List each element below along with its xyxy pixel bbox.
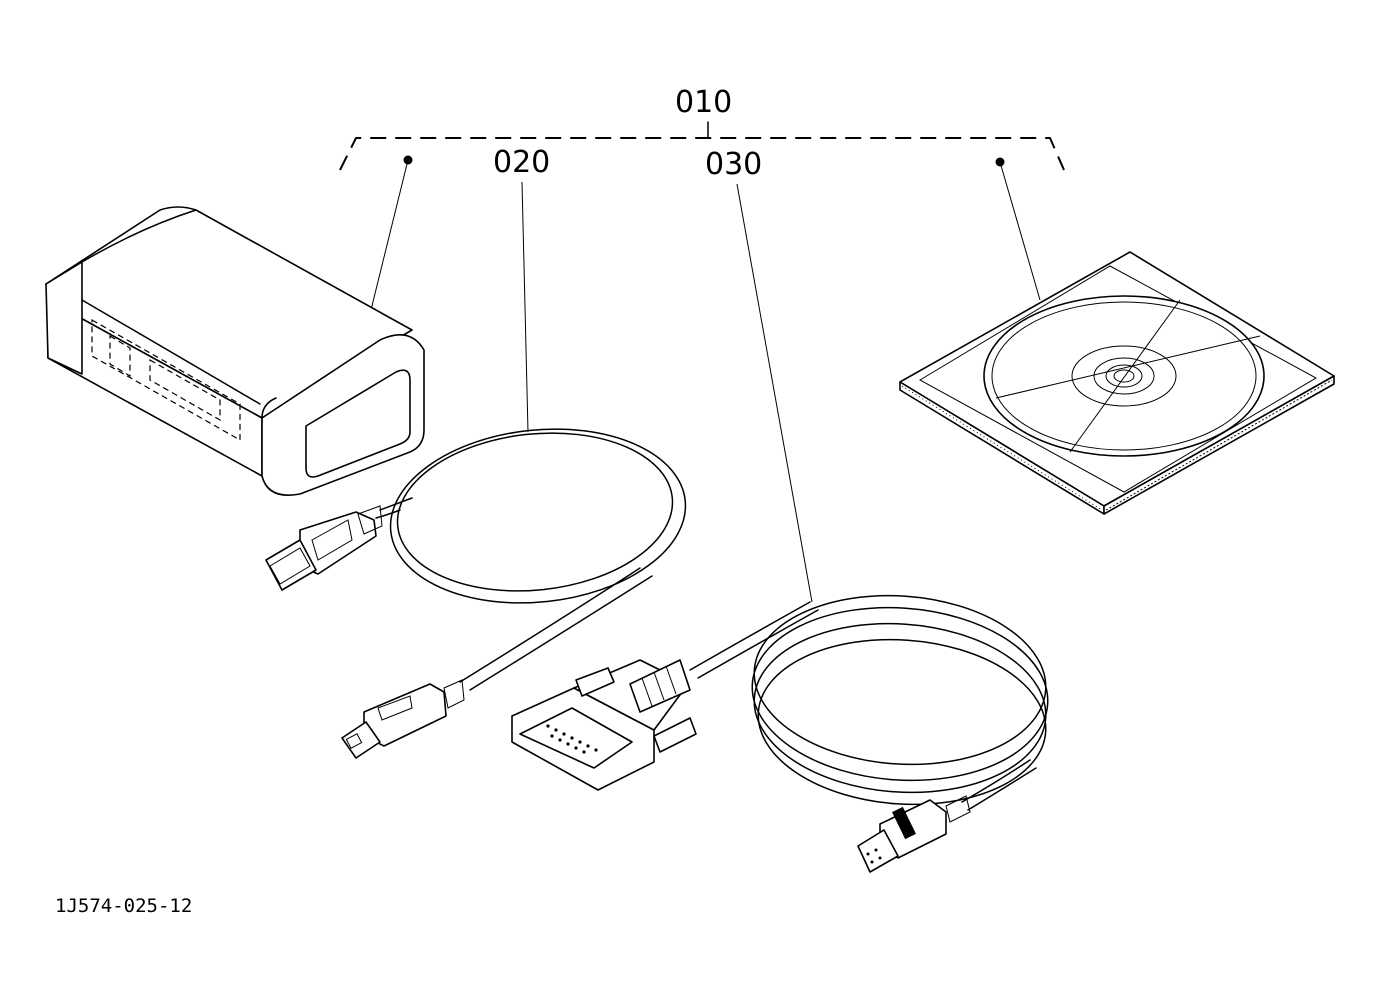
callout-030: 030 xyxy=(705,147,762,182)
figure-id: 1J574-025-12 xyxy=(55,895,192,917)
usb-a-connector xyxy=(265,505,383,591)
callout-010: 010 xyxy=(675,85,732,120)
callout-020: 020 xyxy=(493,145,550,180)
db25-connector xyxy=(511,659,697,791)
software-cd xyxy=(899,251,1335,515)
leader-lines xyxy=(367,159,1041,603)
usb-cable xyxy=(265,428,687,759)
serial-adapter-cable xyxy=(511,594,1049,873)
usb-b-connector xyxy=(341,679,465,759)
group-bracket xyxy=(339,121,1065,171)
interface-box xyxy=(45,206,425,496)
deutsch-plug-connector xyxy=(857,795,971,873)
